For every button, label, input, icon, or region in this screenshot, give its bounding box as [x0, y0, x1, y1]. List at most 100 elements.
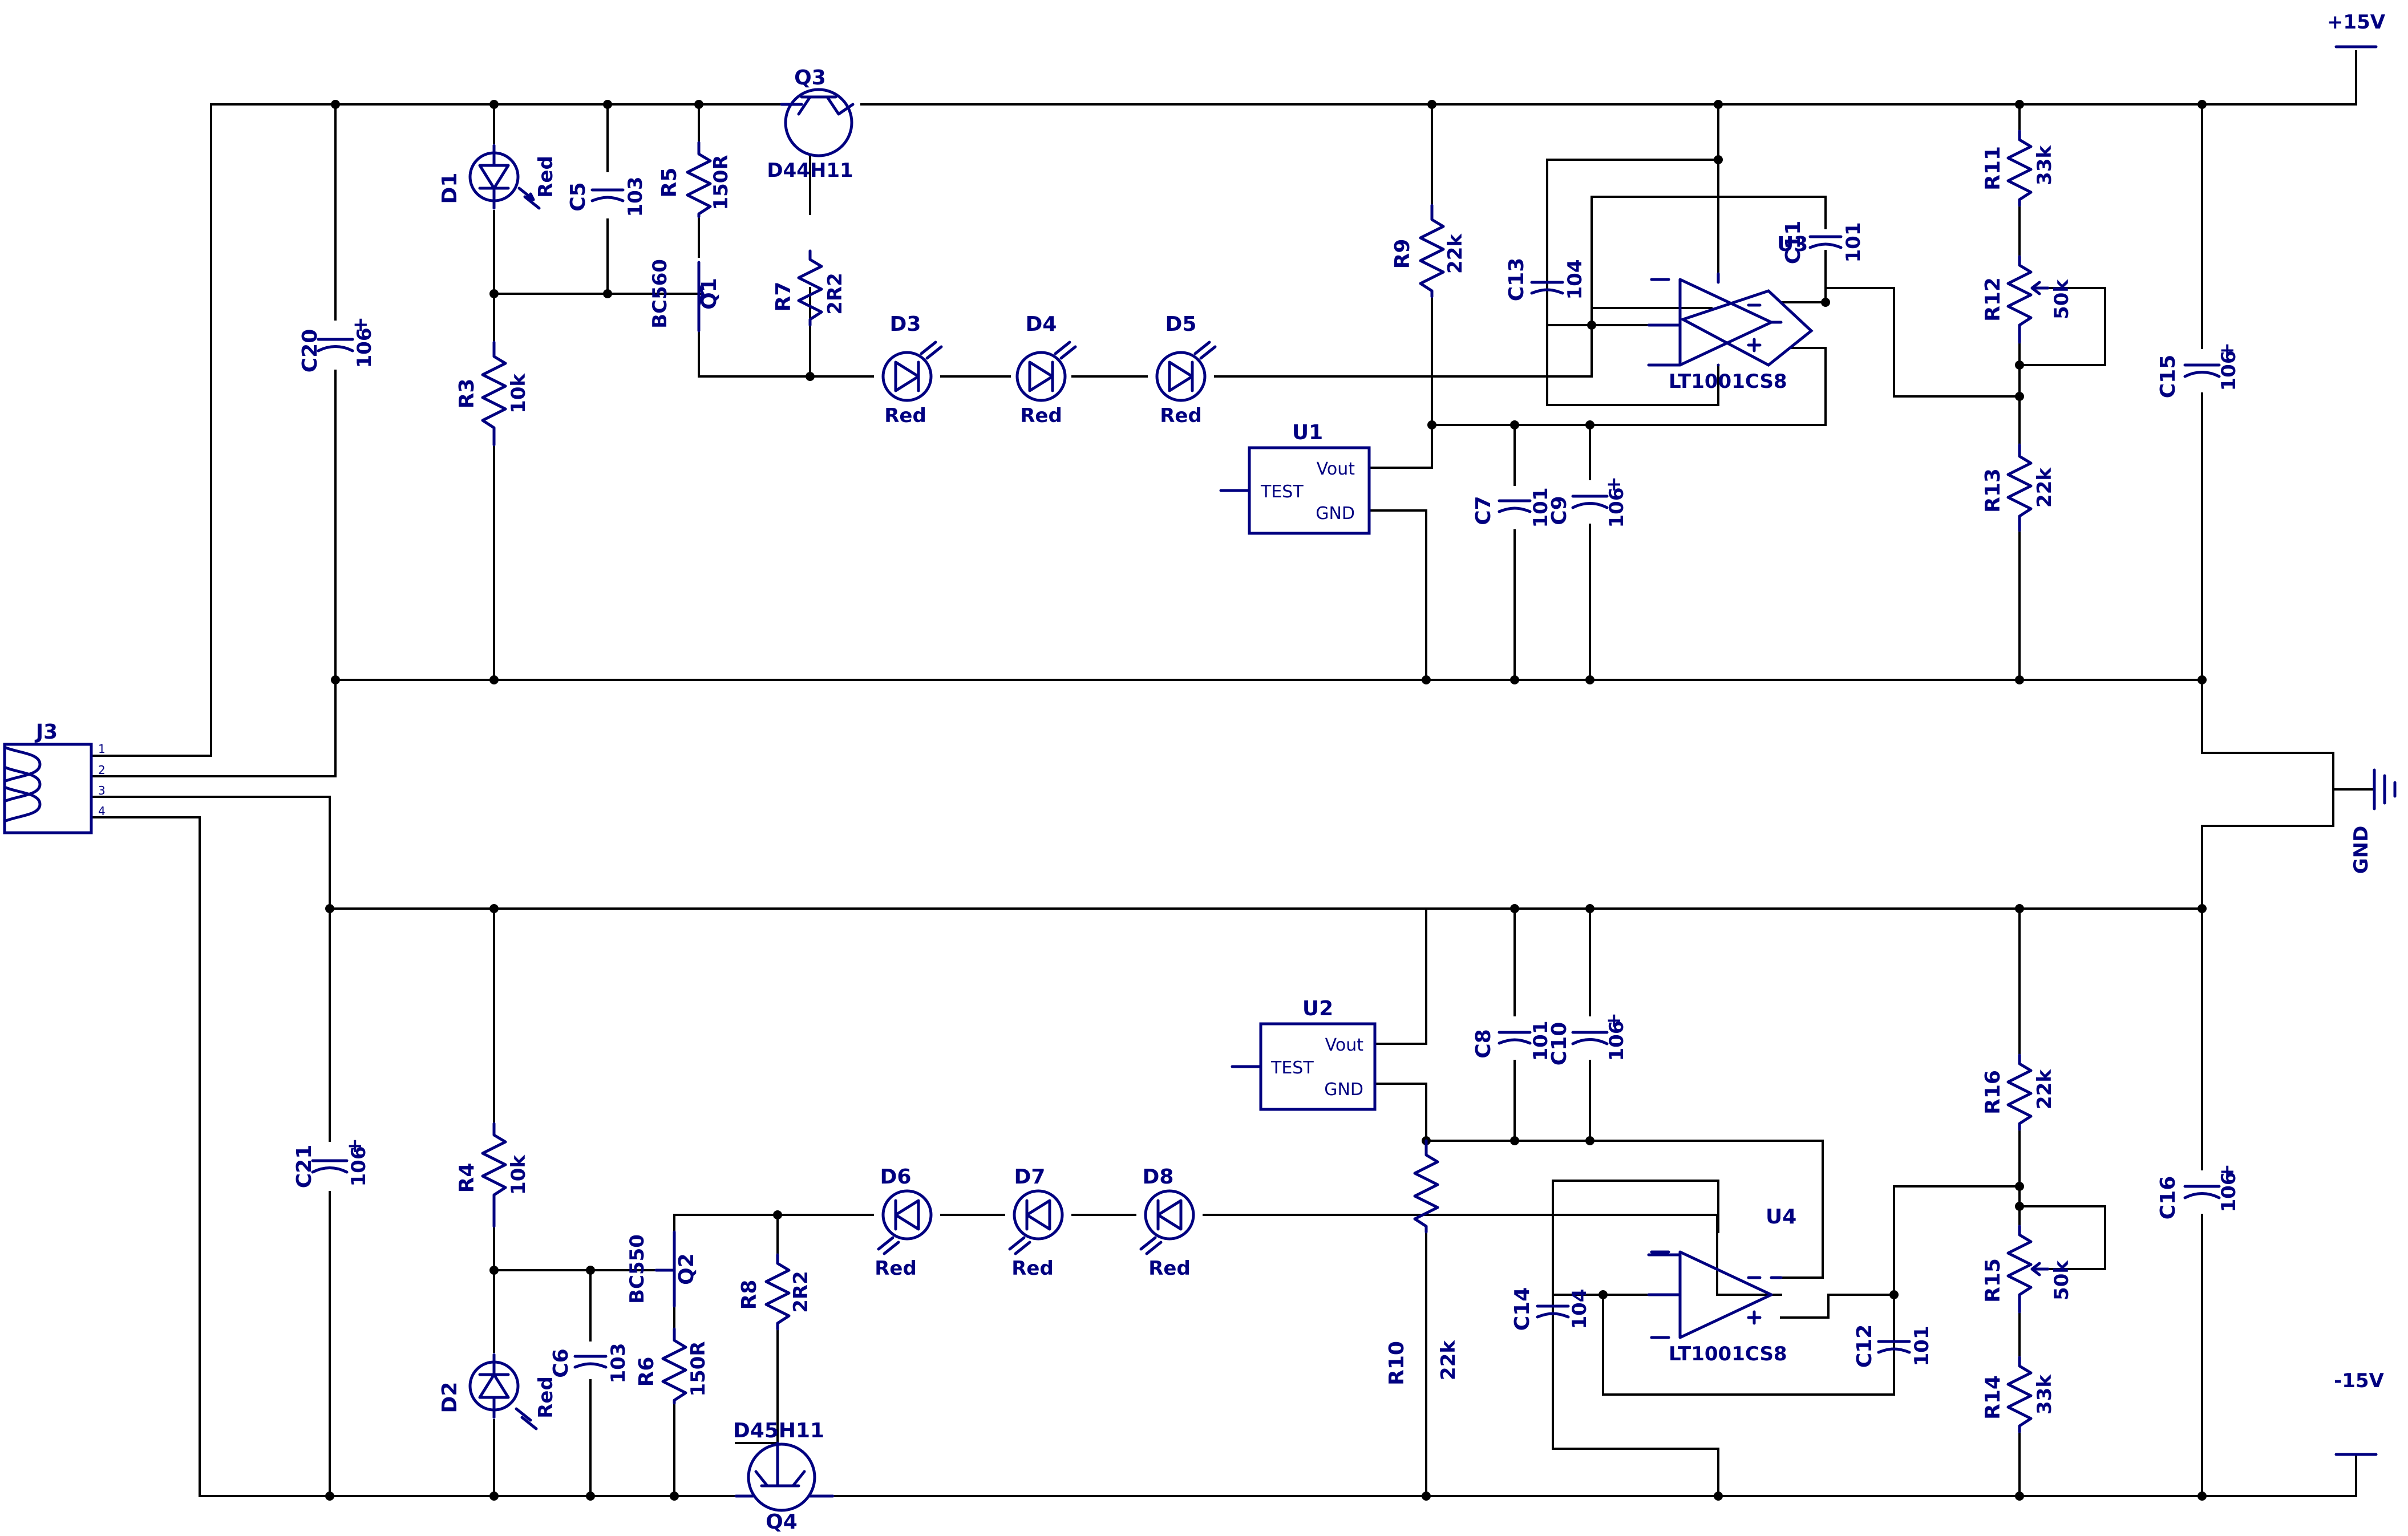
- svg-text:+: +: [2219, 1160, 2236, 1183]
- d5-ref: D5: [1165, 313, 1197, 336]
- resistor-r9: R9 22k: [1391, 204, 1467, 298]
- r10-ref: R10: [1385, 1341, 1409, 1385]
- c6-ref: C6: [549, 1348, 573, 1377]
- connector-j3: J3 1 2 3 4: [3, 720, 106, 834]
- capacitor-c13: C13 104: [1505, 258, 1587, 302]
- reference-u1: U1 TEST Vout GND: [1219, 421, 1371, 535]
- q2-ref: Q2: [675, 1253, 698, 1285]
- q4-ref: Q4: [766, 1510, 798, 1534]
- d6-value: Red: [875, 1257, 917, 1280]
- d7-value: Red: [1011, 1257, 1054, 1280]
- junctions: [325, 100, 2207, 1501]
- r5-ref: R5: [658, 168, 681, 198]
- u4-value: LT1001CS8: [1669, 1343, 1787, 1365]
- c8-ref: C8: [1472, 1029, 1495, 1058]
- svg-text:+: +: [2219, 339, 2236, 362]
- c5-value: 103: [624, 177, 647, 217]
- r4-value: 10k: [507, 1154, 530, 1195]
- c8-value: 101: [1529, 1021, 1552, 1061]
- j3-ref: J3: [34, 720, 58, 744]
- resistor-r11: R11 33k: [1981, 129, 2056, 207]
- r6-value: 150R: [687, 1341, 710, 1396]
- r3-value: 10k: [507, 373, 530, 414]
- r16-ref: R16: [1981, 1070, 2005, 1114]
- r5-value: 150R: [710, 155, 732, 210]
- j3-pin-2: 2: [98, 763, 106, 777]
- resistor-r7: R7 2R2: [772, 249, 847, 327]
- wires: [90, 50, 2374, 1497]
- resistor-r4: R4 10k: [455, 1122, 530, 1228]
- gnd-symbol: GND: [2350, 768, 2397, 874]
- q4-value: D45H11: [733, 1419, 824, 1442]
- r9-ref: R9: [1391, 239, 1414, 269]
- u2-vout: Vout: [1325, 1035, 1364, 1055]
- c9-value: 106: [1605, 488, 1628, 528]
- r11-value: 33k: [2033, 145, 2056, 185]
- c11-value: 101: [1842, 222, 1865, 263]
- d6-ref: D6: [880, 1165, 912, 1189]
- u3-value: LT1001CS8: [1669, 370, 1787, 393]
- c16-ref: C16: [2156, 1176, 2180, 1220]
- capacitor-c6: C6 103: [549, 1343, 630, 1384]
- c15-ref: C15: [2156, 355, 2180, 399]
- u1-test: TEST: [1260, 482, 1304, 502]
- r15-value: 50k: [2050, 1260, 2073, 1300]
- d3-ref: D3: [890, 313, 921, 336]
- capacitor-c10: + C10 106: [1548, 1009, 1628, 1065]
- c15-value: 106: [2217, 351, 2240, 391]
- d2-ref: D2: [438, 1382, 462, 1413]
- c7-value: 101: [1529, 488, 1552, 528]
- c14-ref: C14: [1511, 1287, 1534, 1331]
- c11-ref: C11: [1782, 221, 1805, 265]
- r15-ref: R15: [1981, 1258, 2005, 1303]
- capacitor-c20: + C20 106: [298, 313, 376, 372]
- svg-text:+: +: [1606, 1009, 1622, 1032]
- capacitor-c16: + C16 106: [2156, 1160, 2240, 1219]
- c12-value: 101: [1911, 1326, 1933, 1367]
- r11-ref: R11: [1981, 146, 2005, 191]
- transistor-q1: BC560 Q1: [649, 259, 721, 333]
- c20-ref: C20: [298, 329, 322, 373]
- d8-ref: D8: [1143, 1165, 1174, 1189]
- capacitor-c7: C7 101: [1472, 488, 1552, 528]
- transistor-q3: Q3 D44H11: [767, 66, 855, 182]
- u2-ref: U2: [1302, 997, 1333, 1020]
- c20-value: 106: [353, 328, 376, 368]
- resistor-r8: R8 2R2: [738, 1253, 812, 1331]
- d5-value: Red: [1160, 404, 1202, 427]
- c10-ref: C10: [1548, 1022, 1571, 1066]
- q1-ref: Q1: [698, 278, 721, 310]
- led-d1: D1 Red: [438, 144, 557, 210]
- c21-ref: C21: [293, 1145, 316, 1189]
- u4-ref: U4: [1766, 1205, 1796, 1229]
- capacitor-c15: + C15 106: [2156, 339, 2240, 398]
- d4-ref: D4: [1026, 313, 1057, 336]
- r13-ref: R13: [1981, 468, 2005, 513]
- r8-value: 2R2: [790, 1271, 812, 1313]
- led-d4: D4 Red: [1015, 313, 1077, 427]
- resistor-r5: R5 150R: [658, 141, 732, 218]
- c13-value: 104: [1564, 260, 1587, 300]
- potentiometer-r12: R12 50k: [1981, 255, 2073, 344]
- transistor-q4: D45H11 Q4: [733, 1419, 835, 1534]
- capacitor-c9: + C9 106: [1548, 473, 1628, 528]
- led-d8: D8 Red: [1139, 1165, 1195, 1280]
- c16-value: 106: [2217, 1172, 2240, 1213]
- vplus-symbol: +15V: [2327, 11, 2386, 48]
- capacitor-c8: C8 101: [1472, 1021, 1552, 1061]
- r7-value: 2R2: [824, 273, 847, 315]
- q3-ref: Q3: [794, 66, 826, 90]
- capacitor-c12: C12 101: [1853, 1324, 1933, 1368]
- c6-value: 103: [607, 1343, 630, 1384]
- transistor-q2: BC550 Q2: [626, 1230, 698, 1308]
- capacitor-c21: + C21 106: [293, 1134, 370, 1188]
- resistor-r6: R6 150R: [635, 1327, 710, 1405]
- r3-ref: R3: [455, 379, 479, 409]
- resistor-r16: R16 22k: [1981, 1053, 2056, 1131]
- svg-text:+: +: [353, 313, 369, 336]
- potentiometer-r15: R15 50k: [1981, 1225, 2073, 1314]
- j3-pin-4: 4: [98, 804, 106, 818]
- c10-value: 106: [1605, 1021, 1628, 1061]
- r16-value: 22k: [2033, 1069, 2056, 1109]
